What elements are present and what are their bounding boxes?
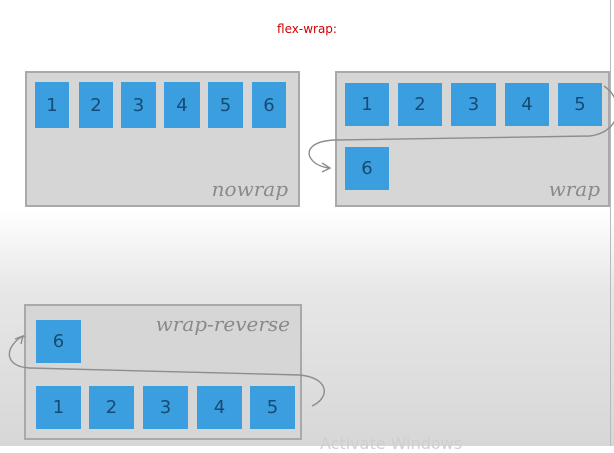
wrap-reverse-item-6: 6 xyxy=(36,320,81,363)
wrap-reverse-item-5: 5 xyxy=(250,386,295,429)
nowrap-panel: 1 2 3 4 5 6 nowrap xyxy=(25,71,300,207)
nowrap-item-4: 4 xyxy=(164,82,200,128)
wrap-reverse-label: wrap-reverse xyxy=(155,312,290,336)
nowrap-item-2: 2 xyxy=(79,82,113,128)
wrap-reverse-item-2: 2 xyxy=(89,386,134,429)
wrap-arrow-head xyxy=(321,162,332,173)
wrap-item-1: 1 xyxy=(345,83,389,126)
wrap-item-4: 4 xyxy=(505,83,549,126)
nowrap-item-6: 6 xyxy=(252,82,286,128)
wrap-reverse-arrow-head xyxy=(14,334,25,345)
wrap-item-2: 2 xyxy=(398,83,442,126)
wrap-reverse-item-4: 4 xyxy=(197,386,242,429)
nowrap-label: nowrap xyxy=(211,177,288,201)
wrap-item-3: 3 xyxy=(451,83,496,126)
wrap-label: wrap xyxy=(548,177,600,201)
nowrap-item-1: 1 xyxy=(35,82,69,128)
wrap-reverse-arrow-path xyxy=(8,335,325,407)
nowrap-item-3: 3 xyxy=(121,82,156,128)
activation-watermark: Activate Windows xyxy=(320,434,463,453)
edge-divider xyxy=(610,0,611,446)
wrap-reverse-item-3: 3 xyxy=(143,386,188,429)
wrap-arrow-path xyxy=(308,85,614,169)
wrap-item-5: 5 xyxy=(558,83,602,126)
wrap-item-6: 6 xyxy=(345,147,389,190)
wrap-panel: 1 2 3 4 5 6 wrap xyxy=(335,71,610,207)
wrap-reverse-item-1: 1 xyxy=(36,386,81,429)
nowrap-item-5: 5 xyxy=(208,82,243,128)
page-title: flex-wrap: xyxy=(277,22,337,36)
